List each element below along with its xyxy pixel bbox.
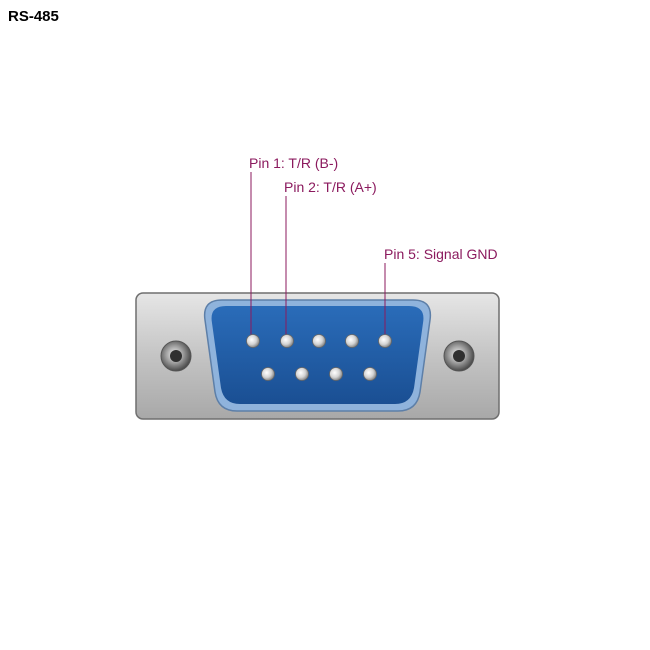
pin-6 <box>261 367 275 381</box>
pin-4 <box>345 334 359 348</box>
pin-1 <box>246 334 260 348</box>
pin-8 <box>329 367 343 381</box>
pin-2-label: Pin 2: T/R (A+) <box>284 179 377 195</box>
pin-1-label: Pin 1: T/R (B-) <box>249 155 339 171</box>
pin-5 <box>378 334 392 348</box>
diagram-title: RS-485 <box>8 8 59 25</box>
pin-5-label: Pin 5: Signal GND <box>384 246 498 262</box>
pin-3 <box>312 334 326 348</box>
pin-2 <box>280 334 294 348</box>
pin-7 <box>295 367 309 381</box>
right-screw-icon <box>443 340 475 372</box>
connector-face <box>211 306 424 404</box>
left-screw-icon <box>160 340 192 372</box>
pin-9 <box>363 367 377 381</box>
